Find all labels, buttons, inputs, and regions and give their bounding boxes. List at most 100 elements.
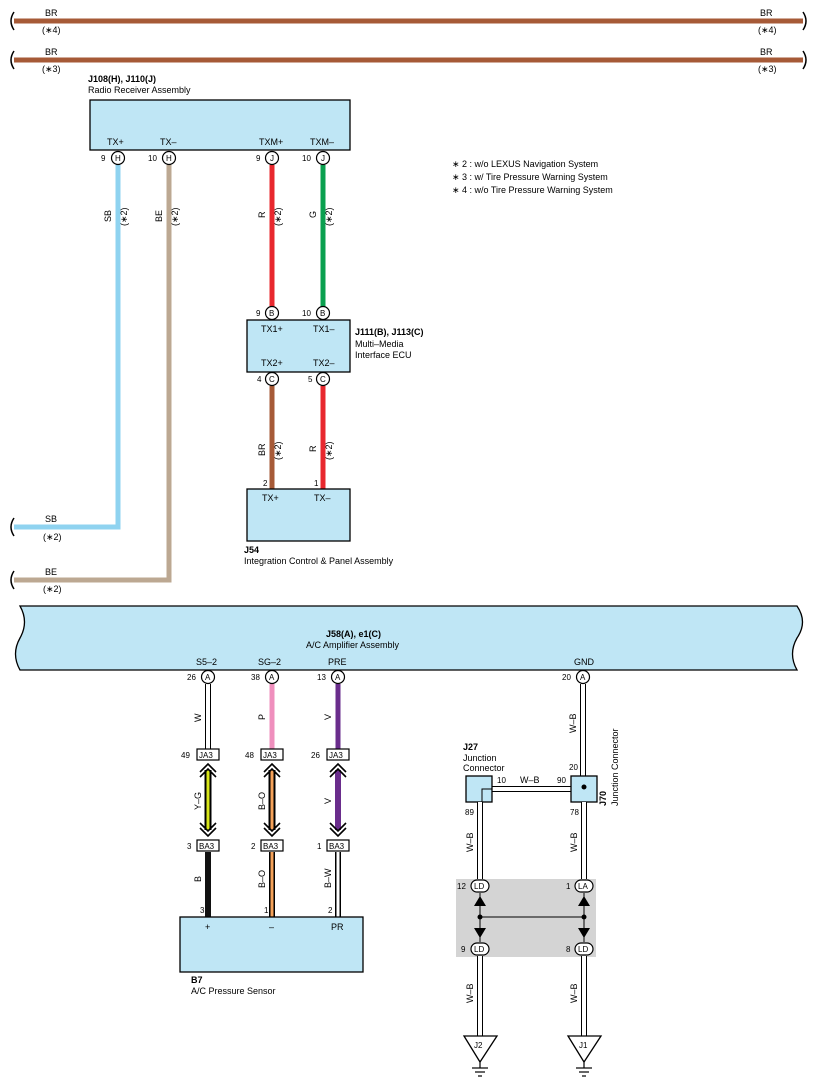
label-text: 4 — [257, 375, 262, 384]
label-text: 1 — [317, 842, 322, 851]
label-text: 13 — [317, 673, 326, 682]
label-text: BE — [154, 210, 164, 222]
label-text: + — [205, 922, 210, 932]
label-text: 9 — [256, 309, 261, 318]
label-text: (∗4) — [758, 25, 777, 35]
label-text: SG–2 — [258, 657, 281, 667]
label-text: R — [308, 445, 318, 452]
label-text: 8 — [566, 945, 571, 954]
ground-j2-icon: J2 — [462, 1035, 499, 1077]
label-text: B–O — [257, 792, 267, 810]
label-text: 26 — [187, 673, 196, 682]
amp-id: J58(A), e1(C) — [326, 629, 381, 639]
label-text: BR — [760, 47, 773, 57]
label-text: TX1+ — [261, 324, 283, 334]
label-text: 20 — [562, 673, 571, 682]
label-text: A — [205, 673, 211, 682]
wire-be — [14, 165, 172, 583]
label-text: GND — [574, 657, 595, 667]
label-text: TX– — [160, 137, 177, 147]
label-text: V — [323, 798, 333, 804]
label-text: 9 — [461, 945, 466, 954]
label-text: BA3 — [263, 842, 279, 851]
label-text: 9 — [256, 154, 261, 163]
amp-pin-26a: A 26 — [187, 669, 216, 685]
ground-j1-icon: J1 — [566, 1035, 603, 1077]
ba3-1: BA3 1 — [317, 839, 350, 852]
label-text: 10 — [302, 309, 311, 318]
label-text: 1 — [264, 906, 269, 915]
top-wire-br-3: BR (∗3) BR (∗3) — [10, 47, 807, 74]
label-text: 10 — [148, 154, 157, 163]
amp-pin-13a: A 13 — [317, 669, 346, 685]
mmi-ecu-box — [246, 319, 351, 373]
label-text: A — [269, 673, 275, 682]
la-1: LA 1 — [566, 879, 594, 893]
ja3-48: JA3 48 — [245, 748, 284, 761]
label-text: TX1– — [313, 324, 335, 334]
j27-id: J27 — [463, 742, 478, 752]
label-text: (∗3) — [42, 64, 61, 74]
j70-name: Junction Connector — [610, 728, 620, 806]
label-text: 3 — [200, 906, 205, 915]
label-text: W–B — [569, 983, 579, 1003]
label-text: Connector — [463, 763, 505, 773]
ac-pressure-sensor-box — [179, 916, 364, 973]
label-text: W–B — [465, 832, 475, 852]
label-text: 26 — [311, 751, 320, 760]
label-text: BR — [760, 8, 773, 18]
radio-pin-10h: H 10 — [148, 150, 177, 166]
wire-sb — [14, 165, 121, 530]
label-text: 5 — [308, 375, 313, 384]
label-text: H — [166, 154, 172, 163]
label-text: 3 — [187, 842, 192, 851]
label-text: LD — [474, 945, 484, 954]
label-text: W–B — [568, 713, 578, 733]
label-text: C — [320, 375, 326, 384]
label-text: A — [335, 673, 341, 682]
top-wire-br-4: BR (∗4) BR (∗4) — [10, 8, 807, 35]
label-text: 10 — [497, 776, 506, 785]
radio-receiver-box — [89, 99, 351, 151]
radio-id: J108(H), J110(J) — [88, 74, 156, 84]
label-text: 1 — [566, 882, 571, 891]
label-text: JA3 — [263, 751, 277, 760]
label-text: 49 — [181, 751, 190, 760]
label-text: Junction — [463, 753, 497, 763]
label-text: PRE — [328, 657, 347, 667]
ld-9: LD 9 — [461, 942, 490, 956]
label-text: 9 — [101, 154, 106, 163]
ja3-26: JA3 26 — [311, 748, 350, 761]
radio-pin-10j: J10 — [302, 150, 331, 166]
label-text: W — [193, 713, 203, 722]
amp-pin-38a: A38 — [251, 669, 280, 685]
label-text: J — [270, 154, 274, 163]
label-text: J2 — [474, 1041, 483, 1050]
label-text: BA3 — [329, 842, 345, 851]
label-text: B — [193, 876, 203, 882]
label-text: B–W — [323, 868, 333, 888]
label-text: JA3 — [329, 751, 343, 760]
label-text: 48 — [245, 751, 254, 760]
label-text: (∗2) — [324, 207, 334, 226]
label-text: BR — [257, 443, 267, 456]
label-text: S5–2 — [196, 657, 217, 667]
label-text: SB — [45, 514, 57, 524]
label-text: J1 — [579, 1041, 588, 1050]
label-text: V — [323, 714, 333, 720]
label-text: 10 — [302, 154, 311, 163]
label-text: B–O — [257, 870, 267, 888]
label-text: LA — [578, 882, 588, 891]
amp-name: A/C Amplifier Assembly — [306, 640, 400, 650]
mmi-pin-4c: C4 — [257, 371, 280, 387]
panel-name: Integration Control & Panel Assembly — [244, 556, 394, 566]
label-text: Interface ECU — [355, 350, 412, 360]
legend-item-3: ∗ 3 : w/ Tire Pressure Warning System — [452, 172, 608, 182]
label-text: TX+ — [107, 137, 124, 147]
label-text: LD — [578, 945, 588, 954]
label-text: BE — [45, 567, 57, 577]
label-text: TX2+ — [261, 358, 283, 368]
sensor-name: A/C Pressure Sensor — [191, 986, 276, 996]
